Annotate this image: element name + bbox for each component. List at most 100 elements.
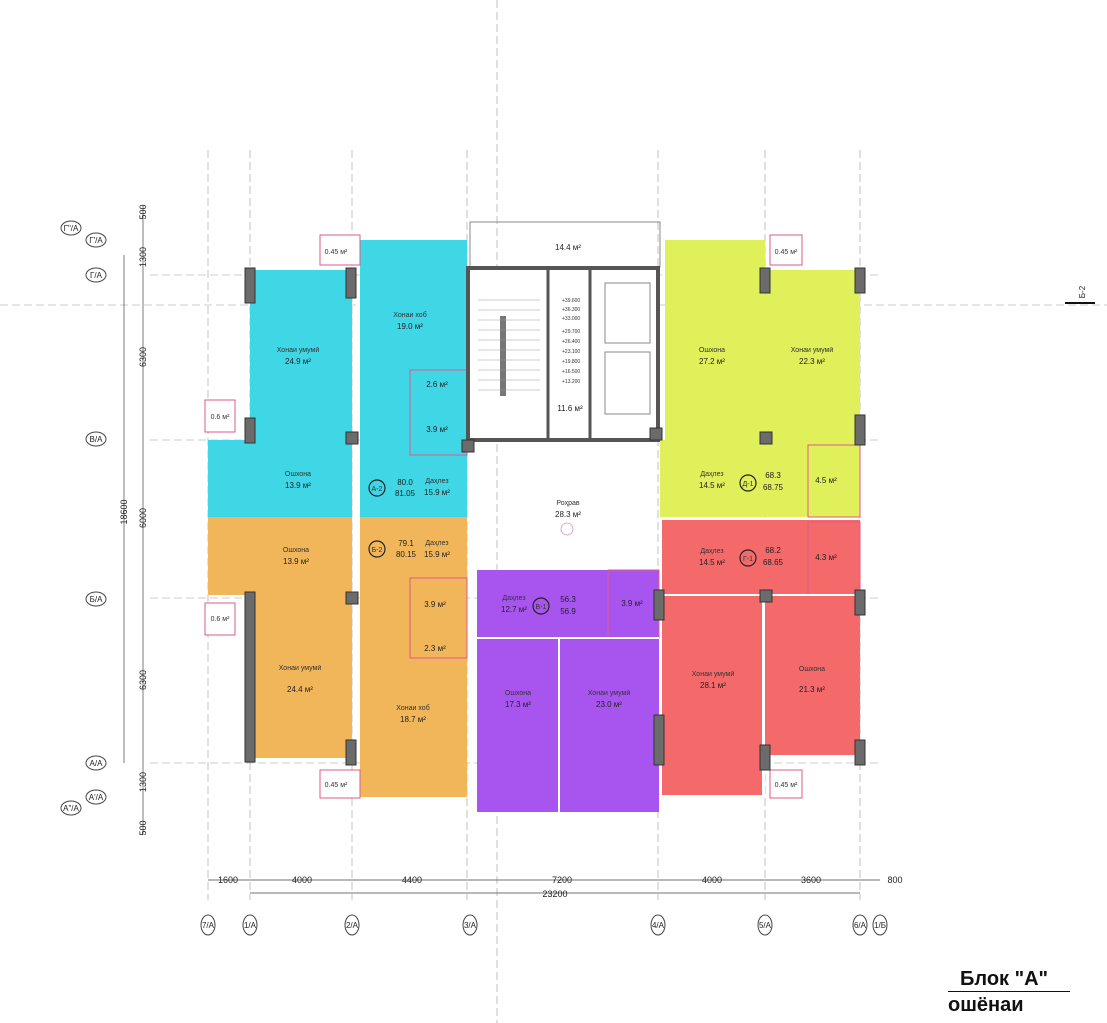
room-area: 3.9 м²: [621, 599, 643, 608]
dimension-label: 800: [887, 875, 902, 885]
axis-label: 4/А: [652, 921, 665, 930]
section-label: Б-2: [1078, 285, 1087, 298]
dimension-label: 500: [138, 820, 148, 835]
room-area: 4.5 м²: [815, 476, 837, 485]
axis-label: 3/А: [464, 921, 477, 930]
axis-label: 5/А: [759, 921, 772, 930]
room-label: Хонаи умумӣ: [277, 347, 320, 354]
room-area: 24.9 м²: [285, 357, 311, 366]
room-label: Ошхона: [283, 547, 309, 554]
room-label: Хонаи хоб: [396, 704, 429, 712]
room-area: 3.9 м²: [426, 425, 448, 434]
room-area: 19.0 м²: [397, 322, 423, 331]
apartment-code: В-1: [536, 604, 547, 611]
dimension-label: 4400: [402, 875, 422, 885]
room-area: 17.3 м²: [505, 700, 531, 709]
dimension-label: 1600: [218, 875, 238, 885]
apartment-code: Д-1: [743, 481, 754, 488]
room-area: 28.1 м²: [700, 681, 726, 690]
level-mark: +26.400: [562, 339, 580, 345]
level-mark: +29.700: [562, 329, 580, 335]
room-label: Роҳрав: [556, 500, 580, 507]
axis-label: 2/А: [346, 921, 359, 930]
plan-title: Блок "А" ошёнаи намунави: [948, 968, 1107, 1023]
balconies: 0.45 м² 0.45 м² 0.45 м² 0.45 м² 0.6 м² 0…: [204, 234, 803, 799]
dimension-label: 500: [138, 204, 148, 219]
axis-label: 7/А: [202, 921, 215, 930]
dimension-label: 6000: [138, 508, 148, 528]
dimension-label: 1300: [138, 247, 148, 267]
level-mark: +19.800: [562, 359, 580, 365]
columns: [244, 267, 866, 771]
balcony-area: 0.45 м²: [775, 249, 798, 256]
axis-label: Г"/А: [64, 224, 79, 233]
axis-label: 1/Б: [874, 921, 886, 930]
room-area: 22.3 м²: [799, 357, 825, 366]
room-label: Даҳлез: [425, 478, 448, 485]
apartment-v1[interactable]: Даҳлез 12.7 м² 3.9 м² Ошхона 17.3 м² Хон…: [477, 569, 660, 812]
room-area: 15.9 м²: [424, 488, 450, 497]
room-area: 3.9 м²: [424, 600, 446, 609]
room-area: 2.3 м²: [424, 644, 446, 653]
apartment-area: 56.3: [560, 595, 576, 604]
room-label: Ошхона: [699, 347, 725, 354]
apartment-area-total: 80.15: [396, 550, 417, 559]
balcony-area: 0.45 м²: [775, 782, 798, 789]
apartment-code: Г-1: [743, 556, 753, 563]
apartment-d1[interactable]: Ошхона 27.2 м² Хонаи умумӣ 22.3 м² Даҳле…: [660, 240, 861, 518]
room-label: Ошхона: [799, 666, 825, 673]
apartment-area: 79.1: [398, 539, 414, 548]
apartment-code: А-2: [372, 486, 383, 493]
room-area: 27.2 м²: [699, 357, 725, 366]
room-label: Даҳлез: [502, 595, 525, 602]
dimension-label: 4000: [702, 875, 722, 885]
room-label: Ошхона: [505, 690, 531, 697]
apartment-b2[interactable]: Ошхона 13.9 м² Даҳлез 15.9 м² Хонаи умум…: [208, 517, 468, 797]
dimension-total: 23200: [542, 889, 567, 899]
block-subtitle: ошёнаи намунави: [948, 994, 1045, 1023]
balcony-area: 0.6 м²: [211, 414, 230, 421]
room-area: 21.3 м²: [799, 685, 825, 694]
stair-elevator-core: 14.4 м² 11.6 м² +39.600 +36.300 +33.000 …: [466, 221, 661, 536]
apartment-area-total: 81.05: [395, 489, 416, 498]
dimension-label: 6300: [138, 670, 148, 690]
stair-treads: [478, 299, 540, 391]
dimension-label: 1300: [138, 772, 148, 792]
level-mark: +23.100: [562, 349, 580, 355]
axis-label: Г/А: [90, 271, 103, 280]
axis-label: А'/А: [89, 793, 104, 802]
room-area: 12.7 м²: [501, 605, 527, 614]
room-area: 15.9 м²: [424, 550, 450, 559]
axis-label: А"/А: [63, 804, 79, 813]
axis-label: 1/А: [244, 921, 257, 930]
room-area: 23.0 м²: [596, 700, 622, 709]
axis-label: 6/А: [854, 921, 867, 930]
room-area: 24.4 м²: [287, 685, 313, 694]
apartment-area-total: 56.9: [560, 607, 576, 616]
balcony-area: 0.6 м²: [211, 616, 230, 623]
room-area: 14.5 м²: [699, 481, 725, 490]
room-label: Хонаи умумӣ: [791, 347, 834, 354]
level-mark: +36.300: [562, 307, 580, 313]
axis-label: А/А: [90, 759, 104, 768]
room-area: 14.4 м²: [555, 243, 581, 252]
axis-label: Г'/А: [89, 236, 103, 245]
room-label: Хонаи умумӣ: [692, 671, 735, 678]
section-mark: Б-2: [1065, 285, 1095, 304]
level-mark: +16.500: [562, 369, 580, 375]
room-label: Даҳлез: [425, 540, 448, 547]
room-area: 4.3 м²: [815, 553, 837, 562]
level-mark: +39.600: [562, 298, 580, 304]
dimension-total: 18600: [119, 499, 129, 524]
vertical-axes: Г"/А Г'/А Г/А В/А Б/А А/А А'/А А"/А: [60, 220, 107, 816]
level-mark: +33.000: [562, 316, 580, 322]
room-area: 11.6 м²: [557, 404, 583, 413]
apartment-a2[interactable]: Хонаи умумӣ 24.9 м² Хонаи хоб 19.0 м² Ош…: [208, 240, 468, 517]
block-title: Блок "А": [948, 968, 1070, 992]
apartment-code: Б-2: [372, 547, 383, 554]
dimension-label: 4000: [292, 875, 312, 885]
room-label: Даҳлез: [700, 471, 723, 478]
